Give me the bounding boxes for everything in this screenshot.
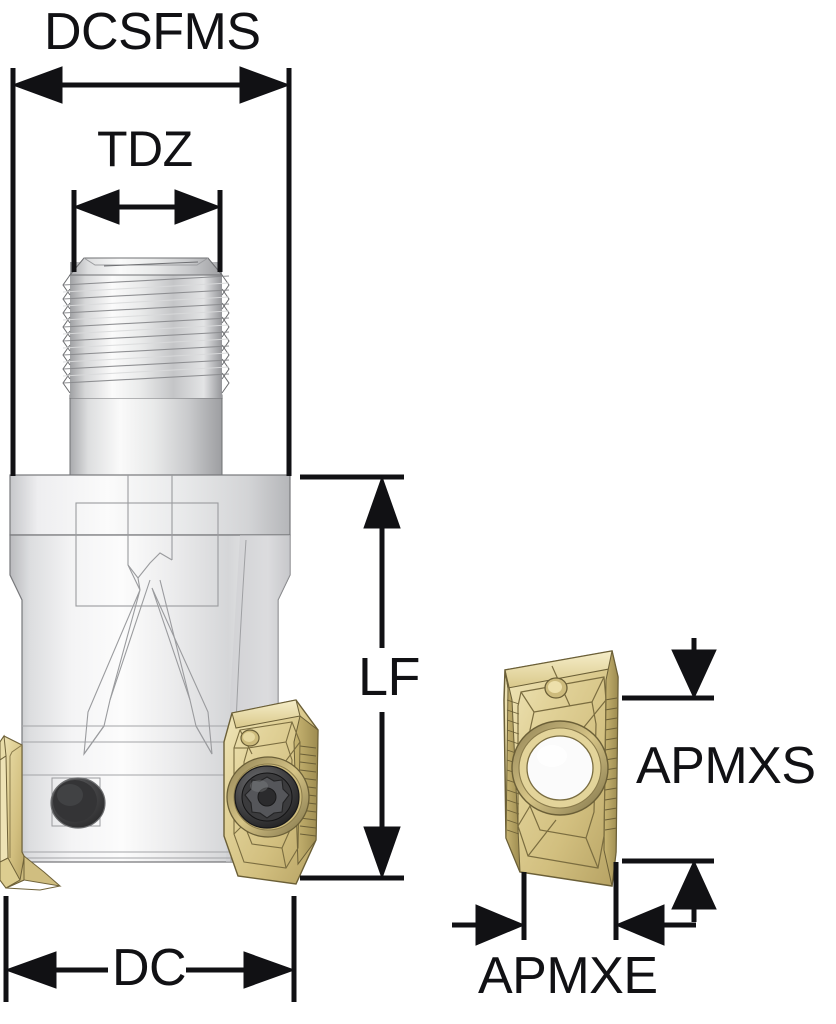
dimension-label-apmxe: APMXE [478,947,658,1005]
dimension-tdz [71,189,223,272]
dimension-label-dc: DC [112,939,187,997]
dimension-label-apmxs: APMXS [636,737,816,795]
threaded-shank [62,257,230,476]
dimension-lines [3,66,717,1002]
carbide-insert-detail [503,650,619,887]
internal-coolant-channels [75,475,219,756]
dimension-dcsfms [10,66,292,476]
dimension-apmxe [452,862,696,946]
dimension-lf [300,474,404,881]
dimension-label-dcsfms: DCSFMS [44,3,261,61]
dimension-dc [3,896,297,1002]
dimension-label-tdz: TDZ [97,121,193,177]
carbide-insert-left [0,734,62,891]
coolant-outlet-port [50,777,106,829]
dimension-apmxs [622,638,717,922]
carbide-insert-right [223,699,319,885]
cutter-flange [9,474,291,536]
dimension-label-lf: LF [358,647,421,707]
milling-cutter-assembly [0,257,319,891]
